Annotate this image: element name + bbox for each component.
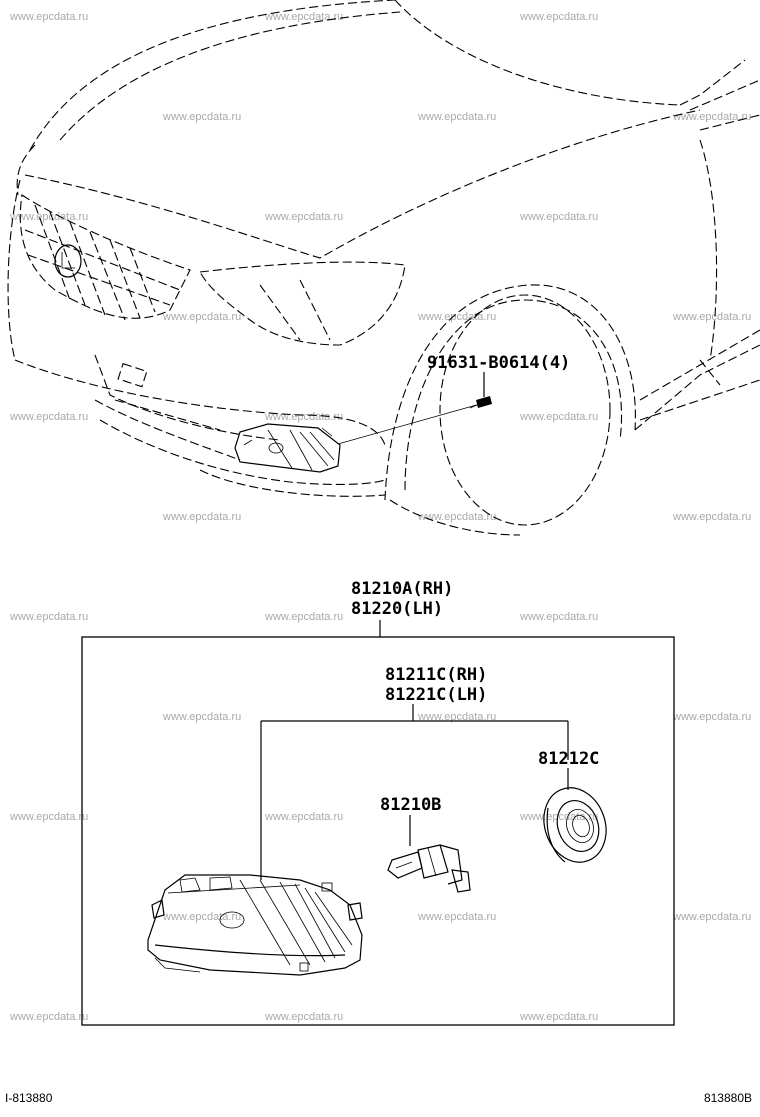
callout-assembly-lh: 81220(LH): [351, 599, 443, 619]
watermark-text: www.epcdata.ru: [672, 311, 751, 323]
watermark-text: www.epcdata.ru: [9, 811, 88, 823]
watermark-text: www.epcdata.ru: [672, 911, 751, 923]
bulb-part: [387, 844, 471, 893]
watermark-text: www.epcdata.ru: [519, 211, 598, 223]
watermark-text: www.epcdata.ru: [9, 11, 88, 23]
watermark-text: www.epcdata.ru: [417, 711, 496, 723]
watermark-text: www.epcdata.ru: [417, 311, 496, 323]
footer-left-code: I-813880: [5, 1091, 53, 1105]
callout-lens-rh: 81211C(RH): [385, 665, 487, 685]
watermark-text: www.epcdata.ru: [9, 411, 88, 423]
watermark-text: www.epcdata.ru: [162, 111, 241, 123]
watermark-text: www.epcdata.ru: [162, 311, 241, 323]
watermark-text: www.epcdata.ru: [264, 811, 343, 823]
callout-bulb: 81210B: [380, 795, 441, 815]
callout-screw: 91631-B0614(4): [427, 353, 570, 373]
watermark-text: www.epcdata.ru: [264, 211, 343, 223]
installed-fog-lamp: [234, 423, 341, 473]
watermark-text: www.epcdata.ru: [417, 511, 496, 523]
screw-part: [337, 372, 492, 445]
watermark-text: www.epcdata.ru: [264, 1011, 343, 1023]
assembly-box: [81, 636, 675, 1026]
socket-part: [543, 787, 607, 863]
lens-leader-bracket: [260, 704, 569, 880]
watermark-text: www.epcdata.ru: [519, 611, 598, 623]
callout-assembly-rh: 81210A(RH): [351, 579, 453, 599]
watermark-text: www.epcdata.ru: [519, 11, 598, 23]
watermark-text: www.epcdata.ru: [9, 1011, 88, 1023]
watermark-text: www.epcdata.ru: [519, 411, 598, 423]
callout-socket: 81212C: [538, 749, 599, 769]
watermark-text: www.epcdata.ru: [162, 511, 241, 523]
watermark-text: www.epcdata.ru: [162, 911, 241, 923]
fog-lamp-housing: [147, 874, 363, 976]
watermark-text: www.epcdata.ru: [519, 811, 598, 823]
watermark-text: www.epcdata.ru: [519, 1011, 598, 1023]
watermark-text: www.epcdata.ru: [672, 711, 751, 723]
watermark-text: www.epcdata.ru: [417, 911, 496, 923]
watermark-text: www.epcdata.ru: [264, 611, 343, 623]
watermark-text: www.epcdata.ru: [417, 111, 496, 123]
watermark-text: www.epcdata.ru: [9, 611, 88, 623]
watermark-text: www.epcdata.ru: [672, 111, 751, 123]
watermark-text: www.epcdata.ru: [162, 711, 241, 723]
footer-right-code: 813880B: [704, 1091, 752, 1105]
watermark-text: www.epcdata.ru: [9, 211, 88, 223]
car-front-illustration: [7, 0, 760, 536]
watermark-text: www.epcdata.ru: [264, 411, 343, 423]
watermark-layer: www.epcdata.ru www.epcdata.ru www.epcdata.…: [9, 11, 751, 1117]
callout-lens-lh: 81221C(LH): [385, 685, 487, 705]
watermark-text: www.epcdata.ru: [264, 11, 343, 23]
watermark-text: www.epcdata.ru: [672, 511, 751, 523]
